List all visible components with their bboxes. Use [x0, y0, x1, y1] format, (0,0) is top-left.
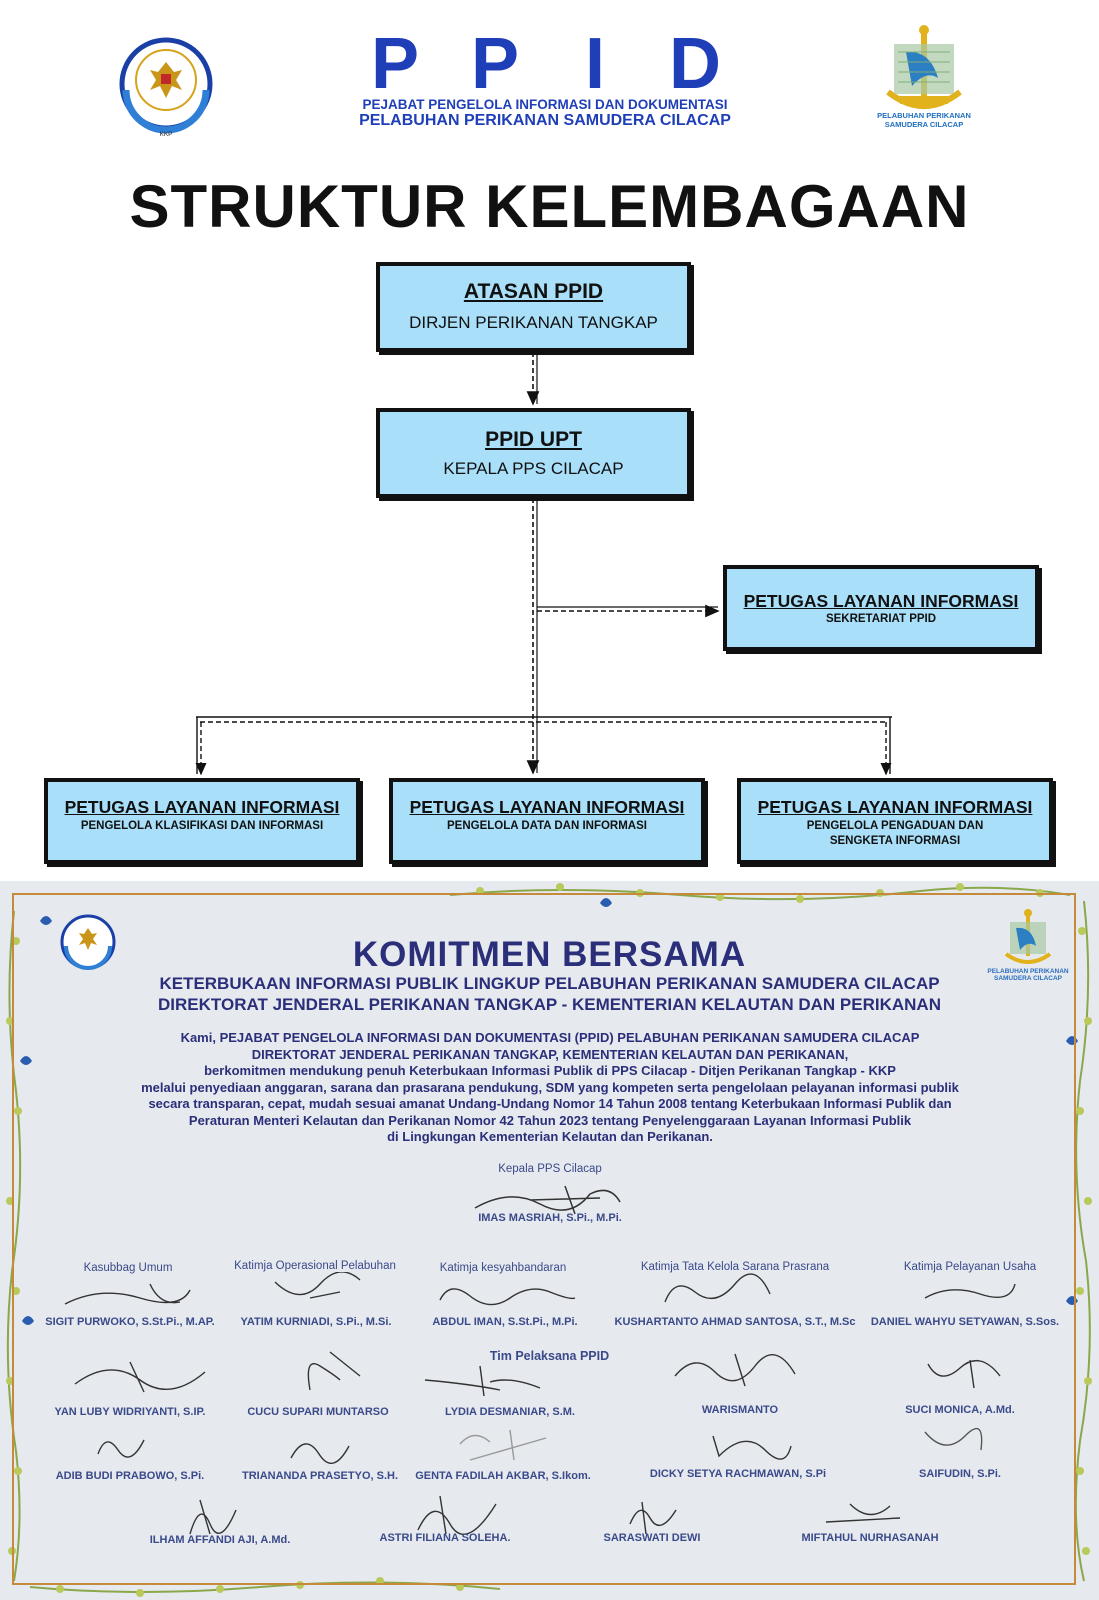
- commitment-banner: [0, 881, 1099, 1600]
- official-role: Katimja Operasional Pelabuhan: [234, 1260, 396, 1272]
- body-line: secara transparan, cepat, mudah sesuai a…: [148, 1096, 952, 1111]
- box-title: PETUGAS LAYANAN INFORMASI: [409, 797, 685, 817]
- signature: [274, 1272, 361, 1299]
- pps-logo-line: SAMUDERA CILACAP: [884, 119, 964, 129]
- box-atasan-ppid: ATASAN PPID DIRJEN PERIKANAN TANGKAP: [376, 262, 691, 352]
- official-role: Katimja Pelayanan Usaha: [903, 1261, 1037, 1273]
- svg-text:KKP: KKP: [159, 131, 172, 138]
- team-member-name: SUCI MONICA, A.Md.: [905, 1404, 1015, 1416]
- pps-logo-small: [1004, 909, 1052, 964]
- team-member-name: LYDIA DESMANIAR, S.M.: [445, 1406, 575, 1418]
- kkp-logo: KKP: [119, 37, 213, 138]
- commitment-body: Kami, PEJABAT PENGELOLA INFORMASI DAN DO…: [60, 1030, 1040, 1146]
- team-member-name: MIFTAHUL NURHASANAH: [801, 1532, 939, 1544]
- team-member-name: CUCU SUPARI MUNTARSO: [247, 1406, 389, 1418]
- pps-logo-small-text: PELABUHAN PERIKANAN SAMUDERA CILACAP: [986, 968, 1070, 982]
- commitment-subtitle-2: DIREKTORAT JENDERAL PERIKANAN TANGKAP - …: [158, 995, 941, 1014]
- team-member-name: ILHAM AFFANDI AJI, A.Md.: [149, 1534, 291, 1546]
- box-title: ATASAN PPID: [463, 280, 604, 303]
- signature: [64, 1283, 191, 1305]
- box-ppid-upt: PPID UPT KEPALA PPS CILACAP: [376, 408, 691, 498]
- head-name: IMAS MASRIAH, S.Pi., M.Pi.: [478, 1212, 622, 1224]
- team-member-name: WARISMANTO: [701, 1404, 779, 1416]
- box-title: PETUGAS LAYANAN INFORMASI: [64, 797, 340, 817]
- signature: [97, 1439, 145, 1458]
- signature: [189, 1499, 237, 1535]
- commitment-title: KOMITMEN BERSAMA: [352, 935, 747, 974]
- pps-logo-line: PELABUHAN PERIKANAN: [987, 968, 1069, 975]
- box-title: PETUGAS LAYANAN INFORMASI: [743, 591, 1019, 611]
- signature: [424, 1365, 541, 1397]
- signature: [439, 1288, 576, 1306]
- ppid-subtitle-1: PEJABAT PENGELOLA INFORMASI DAN DOKUMENT…: [362, 97, 728, 112]
- signature: [417, 1495, 497, 1535]
- ppid-wordmark: P P I D: [360, 24, 730, 104]
- body-line: melalui penyediaan anggaran, sarana dan …: [141, 1079, 959, 1095]
- box-pengaduan: PETUGAS LAYANAN INFORMASI PENGELOLA PENG…: [737, 778, 1053, 864]
- team-label: Tim Pelaksana PPID: [489, 1349, 610, 1363]
- box-data-informasi: PETUGAS LAYANAN INFORMASI PENGELOLA DATA…: [389, 778, 705, 864]
- box-title: PETUGAS LAYANAN INFORMASI: [757, 797, 1033, 817]
- signature: [924, 1427, 983, 1451]
- commitment-subtitle-1: KETERBUKAAN INFORMASI PUBLIK LINGKUP PEL…: [159, 974, 940, 993]
- body-line: di Lingkungan Kementerian Kelautan dan P…: [387, 1129, 713, 1144]
- head-role: Kepala PPS Cilacap: [498, 1163, 602, 1175]
- ppid-letter: D: [669, 24, 721, 104]
- ppid-letter: P: [370, 24, 420, 104]
- body-line: Kami, PEJABAT PENGELOLA INFORMASI DAN DO…: [180, 1030, 920, 1045]
- box-subtitle: DIRJEN PERIKANAN TANGKAP: [409, 313, 658, 332]
- body-line: DIREKTORAT JENDERAL PERIKANAN TANGKAP, K…: [251, 1046, 849, 1062]
- official-role: Kasubbag Umum: [83, 1262, 173, 1274]
- team-member-name: GENTA FADILAH AKBAR, S.Ikom.: [415, 1470, 591, 1482]
- team-member-name: ASTRI FILIANA SOLEHA.: [379, 1532, 511, 1544]
- ppid-subtitle-2: PELABUHAN PERIKANAN SAMUDERA CILACAP: [359, 112, 731, 129]
- signature: [712, 1435, 792, 1460]
- team-member-name: DICKY SETYA RACHMAWAN, S.Pi: [649, 1468, 827, 1480]
- pps-logo-line: PELABUHAN PERIKANAN: [877, 111, 971, 120]
- box-subtitle: KEPALA PPS CILACAP: [443, 459, 624, 478]
- signature-head: [474, 1185, 621, 1215]
- box-title: PPID UPT: [485, 428, 582, 451]
- signature: [459, 1429, 547, 1461]
- team-member-name: SARASWATI DEWI: [603, 1532, 701, 1544]
- team-member-name: YAN LUBY WIDRIYANTI, S.IP.: [54, 1406, 206, 1418]
- kkp-logo-small: [60, 914, 116, 970]
- signature: [74, 1361, 206, 1393]
- official-name: ABDUL IMAN, S.St.Pi., M.Pi.: [432, 1316, 578, 1328]
- pps-logo-text: PELABUHAN PERIKANAN SAMUDERA CILACAP: [866, 111, 982, 129]
- box-sekretariat-ppid: PETUGAS LAYANAN INFORMASI SEKRETARIAT PP…: [723, 565, 1039, 651]
- body-line: berkomitmen mendukung penuh Keterbukaan …: [204, 1063, 896, 1078]
- banner-frame: [12, 893, 1076, 1585]
- signature: [674, 1353, 796, 1387]
- official-name: SIGIT PURWOKO, S.St.Pi., M.AP.: [45, 1316, 215, 1328]
- official-name: KUSHARTANTO AHMAD SANTOSA, S.T., M.Sc: [614, 1316, 856, 1328]
- pps-logo-line: SAMUDERA CILACAP: [993, 975, 1062, 982]
- box-subtitle: PENGELOLA KLASIFIKASI DAN INFORMASI: [80, 820, 324, 832]
- signature: [927, 1359, 1001, 1389]
- ppid-letter: P: [470, 24, 520, 104]
- box-klasifikasi: PETUGAS LAYANAN INFORMASI PENGELOLA KLAS…: [44, 778, 360, 864]
- body-line: Peraturan Menteri Kelautan dan Perikanan…: [188, 1112, 912, 1128]
- signature: [290, 1443, 350, 1464]
- signature: [629, 1501, 677, 1535]
- official-role: Katimja Tata Kelola Sarana Prasrana: [640, 1261, 830, 1273]
- box-subtitle: PENGELOLA PENGADUAN DAN SENGKETA INFORMA…: [806, 820, 984, 847]
- pps-cilacap-logo: [886, 25, 962, 109]
- official-role: Katimja kesyahbandaran: [439, 1262, 567, 1274]
- team-member-name: SAIFUDIN, S.Pi.: [919, 1468, 1001, 1480]
- page-title: STRUKTUR KELEMBAGAAN: [129, 173, 970, 240]
- org-connectors: [195, 352, 892, 776]
- team-member-name: TRIANANDA PRASETYO, S.H.: [241, 1470, 399, 1482]
- team-member-name: ADIB BUDI PRABOWO, S.Pi.: [55, 1470, 205, 1482]
- official-name: DANIEL WAHYU SETYAWAN, S.Sos.: [870, 1316, 1060, 1328]
- signature: [664, 1273, 771, 1303]
- signature: [924, 1283, 1016, 1299]
- official-name: YATIM KURNIADI, S.Pi., M.Si.: [240, 1316, 392, 1328]
- ppid-letter: I: [584, 24, 605, 104]
- box-subtitle: PENGELOLA DATA DAN INFORMASI: [447, 820, 647, 832]
- signature: [307, 1351, 361, 1391]
- box-subtitle: SEKRETARIAT PPID: [825, 613, 937, 625]
- signature: [825, 1503, 901, 1523]
